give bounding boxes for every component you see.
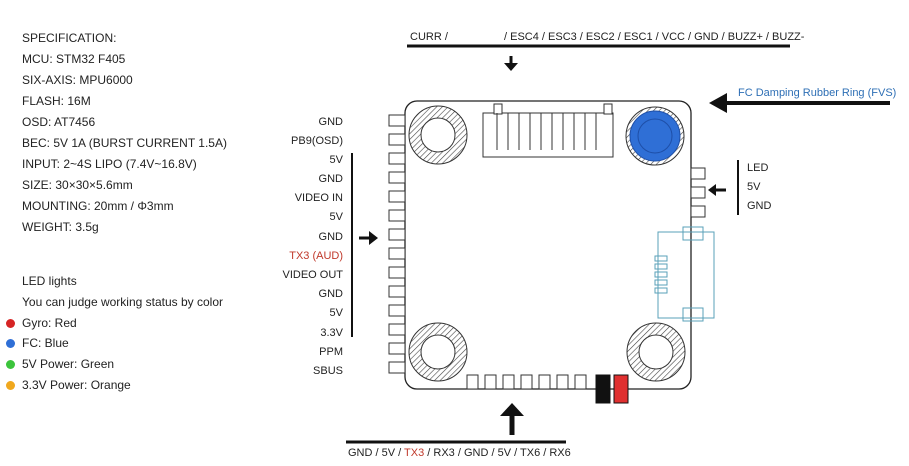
mounting-hole-bottom-right <box>626 322 686 382</box>
legend-label: Gyro: Red <box>22 316 77 330</box>
red-lead-pad <box>613 374 629 404</box>
up-arrow-icon <box>500 403 524 435</box>
fvs-label: FC Damping Rubber Ring (FVS) <box>738 87 897 99</box>
spec-line: WEIGHT: 3.5g <box>22 220 99 234</box>
spec-line: MOUNTING: 20mm / Φ3mm <box>22 199 174 213</box>
right-pin-label-5v: 5V <box>747 181 761 193</box>
legend-item-5v: 5V Power: Green <box>6 357 114 371</box>
pin-label: GND <box>318 173 343 185</box>
pin-label: GND <box>318 116 343 128</box>
bottom-label-part: / RX3 / GND / 5V / TX6 / RX6 <box>424 447 571 459</box>
pin-label: SBUS <box>313 365 343 377</box>
legend-item-fc: FC: Blue <box>6 336 69 350</box>
black-lead-pad <box>595 374 611 404</box>
pin-label-tx3: TX3 (AUD) <box>289 250 343 262</box>
pin-label: 5V <box>329 307 343 319</box>
pin-label: VIDEO OUT <box>282 269 343 281</box>
spec-line: FLASH: 16M <box>22 94 91 108</box>
led-subtitle: You can judge working status by color <box>22 295 224 309</box>
mounting-hole-bottom-left <box>408 322 468 382</box>
mounting-hole-top-left <box>408 105 468 165</box>
spec-line: BEC: 5V 1A (BURST CURRENT 1.5A) <box>22 136 227 150</box>
legend-label: 5V Power: Green <box>22 357 115 371</box>
bottom-label-part: GND / 5V / <box>348 447 405 459</box>
red-dot-icon <box>6 318 15 328</box>
spec-line: MCU: STM32 F405 <box>22 52 126 66</box>
led-title: LED lights <box>22 274 77 288</box>
bottom-connector-label: GND / 5V / TX3 / RX3 / GND / 5V / TX6 / … <box>348 447 571 459</box>
pin-label: VIDEO IN <box>294 192 343 204</box>
bottom-pads <box>466 374 587 390</box>
spec-line: INPUT: 2~4S LIPO (7.4V~16.8V) <box>22 157 197 171</box>
pin-label: 5V <box>329 211 343 223</box>
usb-port <box>654 226 715 322</box>
right-pin-label-led: LED <box>747 162 769 174</box>
right-pads <box>690 167 706 218</box>
spec-line: SIZE: 30×30×5.6mm <box>22 178 133 192</box>
pin-label: 5V <box>329 154 343 166</box>
blue-dot-icon <box>6 338 15 348</box>
legend-item-3v3: 3.3V Power: Orange <box>6 378 131 392</box>
spec-line: SIX-AXIS: MPU6000 <box>22 73 133 87</box>
left-arrow-icon <box>709 93 890 113</box>
spec-title: SPECIFICATION: <box>22 31 117 45</box>
legend-label: FC: Blue <box>22 336 69 350</box>
pin-label: PPM <box>319 346 343 358</box>
right-pin-label-gnd: GND <box>747 200 772 212</box>
top-connector-label-curr: CURR / <box>410 31 448 43</box>
legend-label: 3.3V Power: Orange <box>22 378 131 392</box>
right-arrow-icon <box>359 231 378 245</box>
legend-item-gyro: Gyro: Red <box>6 316 77 330</box>
pin-label: GND <box>318 288 343 300</box>
top-connector <box>482 103 614 158</box>
green-dot-icon <box>6 359 15 369</box>
top-connector-label-pins: / ESC4 / ESC3 / ESC2 / ESC1 / VCC / GND … <box>504 31 805 43</box>
down-arrow-icon <box>504 56 518 71</box>
led-arrow-icon <box>708 184 726 196</box>
mounting-hole-top-right <box>625 106 685 166</box>
left-pads <box>388 114 406 374</box>
pin-label: PB9(OSD) <box>291 135 343 147</box>
bottom-label-tx3: TX3 <box>404 447 425 459</box>
pin-label: GND <box>318 231 343 243</box>
pin-label: 3.3V <box>320 327 343 339</box>
spec-line: OSD: AT7456 <box>22 115 96 129</box>
orange-dot-icon <box>6 380 15 390</box>
